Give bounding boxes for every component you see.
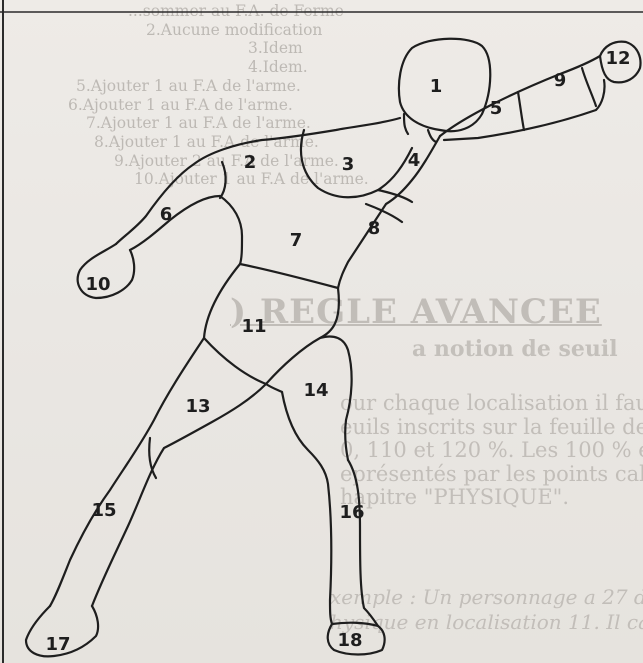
zone-outline-head	[399, 39, 490, 131]
waist-line	[240, 264, 338, 288]
zone-outline-left-arm-lower	[130, 196, 220, 250]
zone-outline-torso-left	[220, 196, 242, 264]
zone-label-14: 14	[303, 380, 328, 401]
zone-label-10: 10	[85, 274, 110, 295]
zone-label-3: 3	[342, 154, 355, 175]
zone-label-16: 16	[339, 502, 364, 523]
zone-outline-right-shin-outer	[348, 460, 378, 626]
flank-line	[378, 190, 412, 202]
zone-label-5: 5	[490, 98, 503, 119]
zone-label-11: 11	[241, 316, 266, 337]
zone-outline-left-thigh	[50, 338, 204, 606]
zone-outline-chest	[301, 130, 412, 197]
zone-label-1: 1	[430, 76, 443, 97]
elbow-line	[518, 92, 524, 130]
knee-line-right	[266, 384, 282, 392]
zone-label-18: 18	[337, 630, 362, 651]
zone-label-13: 13	[185, 396, 210, 417]
wrist-line	[582, 68, 596, 106]
zone-outline-left-shoulder	[116, 118, 400, 244]
zone-outline-left-thigh-inner	[92, 384, 266, 606]
zone-outline-right-arm	[440, 56, 605, 140]
zone-label-12: 12	[605, 48, 630, 69]
neck-line	[428, 130, 436, 142]
zone-label-6: 6	[160, 204, 173, 225]
zone-outline-right-shin	[282, 392, 332, 624]
zone-label-8: 8	[368, 218, 381, 239]
zone-label-17: 17	[45, 634, 70, 655]
zone-label-7: 7	[290, 230, 303, 251]
zone-label-2: 2	[244, 152, 257, 173]
zone-label-4: 4	[408, 150, 421, 171]
neck-line	[404, 114, 408, 134]
zone-label-15: 15	[91, 500, 116, 521]
zone-label-9: 9	[554, 70, 567, 91]
shoulder-seam	[220, 162, 226, 198]
